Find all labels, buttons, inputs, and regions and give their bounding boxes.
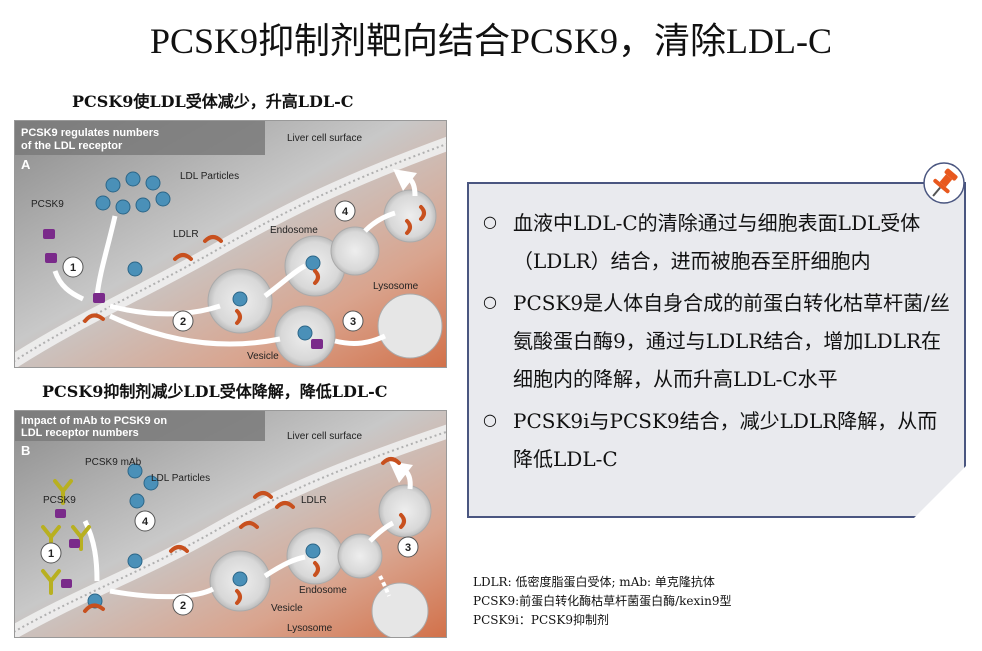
page-fold-corner bbox=[914, 466, 966, 518]
panel-b-heading-line2: LDL receptor numbers bbox=[21, 427, 139, 439]
panel-a-heading-line1: PCSK9 regulates numbers bbox=[21, 127, 159, 139]
panel-a-diagram: 1 2 3 4 PCSK9 regulates numbers of the L… bbox=[14, 120, 447, 368]
ldlr-label: LDLR bbox=[173, 229, 199, 240]
panel-a-subtitle: PCSK9使LDL受体减少，升高LDL-C bbox=[72, 92, 354, 111]
panel-a-heading-line2: of the LDL receptor bbox=[21, 140, 123, 152]
list-item: ○ 血液中LDL-C的清除通过与细胞表面LDL受体（LDLR）结合，进而被胞吞至… bbox=[483, 204, 953, 280]
pcsk9-mab-label: PCSK9 mAb bbox=[85, 457, 142, 468]
step-2: 2 bbox=[180, 316, 186, 328]
liver-surface-label: Liver cell surface bbox=[287, 133, 362, 144]
lysosome-label: Lysosome bbox=[373, 281, 419, 292]
bullet-text: PCSK9i与PCSK9结合，减少LDLR降解，从而降低LDL-C bbox=[513, 409, 938, 471]
endosome-label: Endosome bbox=[270, 225, 318, 236]
pcsk9-label: PCSK9 bbox=[31, 199, 64, 210]
step-2: 2 bbox=[180, 600, 186, 612]
bullet-icon: ○ bbox=[483, 212, 497, 231]
bullet-icon: ○ bbox=[483, 292, 497, 311]
panel-b-diagram: 1 2 3 4 Impact of mAb to PCSK9 on LDL re… bbox=[14, 410, 447, 638]
liver-surface-label: Liver cell surface bbox=[287, 431, 362, 442]
bullet-text: 血液中LDL-C的清除通过与细胞表面LDL受体（LDLR）结合，进而被胞吞至肝细… bbox=[513, 211, 921, 273]
bullet-text: PCSK9是人体自身合成的前蛋白转化枯草杆菌/丝氨酸蛋白酶9，通过与LDLR结合… bbox=[513, 291, 950, 391]
panel-b-letter: B bbox=[21, 443, 30, 458]
panel-b-heading-line1: Impact of mAb to PCSK9 on bbox=[21, 415, 167, 427]
key-points-callout bbox=[467, 182, 966, 518]
ldl-particles-label: LDL Particles bbox=[180, 171, 239, 182]
abbreviation-notes: LDLR: 低密度脂蛋白受体; mAb: 单克隆抗体 PCSK9:前蛋白转化酶枯… bbox=[473, 573, 732, 630]
step-4: 4 bbox=[342, 206, 349, 218]
page-title: PCSK9抑制剂靶向结合PCSK9，清除LDL-C bbox=[149, 21, 833, 61]
step-1: 1 bbox=[70, 262, 76, 274]
step-4: 4 bbox=[142, 516, 149, 528]
panel-a-letter: A bbox=[21, 157, 31, 172]
step-3: 3 bbox=[350, 316, 356, 328]
step-1: 1 bbox=[48, 548, 54, 560]
key-points-list: ○ 血液中LDL-C的清除通过与细胞表面LDL受体（LDLR）结合，进而被胞吞至… bbox=[483, 204, 953, 482]
ldlr-label: LDLR bbox=[301, 495, 327, 506]
list-item: ○ PCSK9是人体自身合成的前蛋白转化枯草杆菌/丝氨酸蛋白酶9，通过与LDLR… bbox=[483, 284, 953, 398]
pushpin-icon bbox=[923, 162, 965, 204]
endosome-label: Endosome bbox=[299, 585, 347, 596]
vesicle-label: Vesicle bbox=[271, 603, 303, 614]
pcsk9-label: PCSK9 bbox=[43, 495, 76, 506]
lysosome-label: Lysosome bbox=[287, 623, 333, 634]
note-line: PCSK9i：PCSK9抑制剂 bbox=[473, 613, 609, 627]
note-line: PCSK9:前蛋白转化酶枯草杆菌蛋白酶/kexin9型 bbox=[473, 594, 732, 608]
list-item: ○ PCSK9i与PCSK9结合，减少LDLR降解，从而降低LDL-C bbox=[483, 402, 953, 478]
vesicle-label: Vesicle bbox=[247, 351, 279, 362]
step-3: 3 bbox=[405, 542, 411, 554]
note-line: LDLR: 低密度脂蛋白受体; mAb: 单克隆抗体 bbox=[473, 575, 715, 589]
panel-b-subtitle: PCSK9抑制剂减少LDL受体降解，降低LDL-C bbox=[42, 382, 388, 401]
ldl-particles-label: LDL Particles bbox=[151, 473, 210, 484]
bullet-icon: ○ bbox=[483, 410, 497, 429]
